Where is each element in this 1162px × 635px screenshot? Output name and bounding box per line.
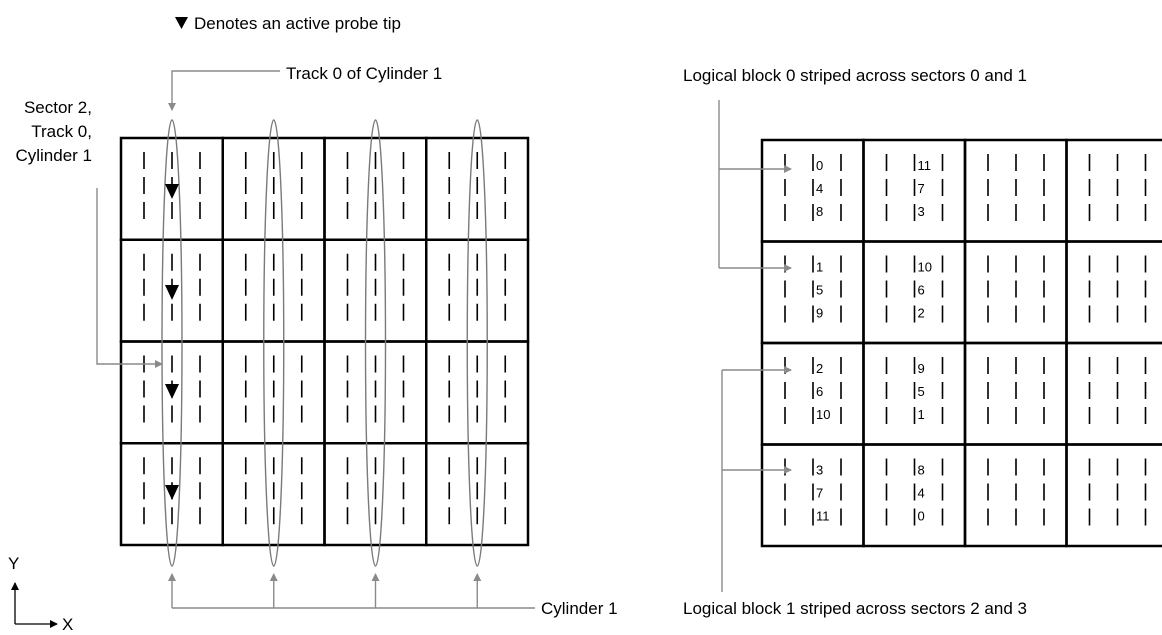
sector-number: 7 <box>918 181 925 196</box>
axis-x-label: X <box>62 615 73 634</box>
track-leader-arrow <box>168 70 280 111</box>
grid-cell <box>1065 341 1162 446</box>
down-triangle-icon <box>175 17 188 29</box>
sector-number: 2 <box>816 361 823 376</box>
sector-number: 3 <box>816 463 823 478</box>
sector-number: 3 <box>918 204 925 219</box>
sector-number: 10 <box>918 260 932 275</box>
sector-number: 10 <box>816 407 830 422</box>
sector-number: 6 <box>816 384 823 399</box>
grid-cell <box>1065 443 1162 548</box>
sector-number: 7 <box>816 486 823 501</box>
right-probe-grid: 0 4 8 11 7 3 1 5 9 10 6 2 2 6 10 9 5 1 3 7 11 8 4 0 <box>718 100 1162 592</box>
sector-number: 1 <box>816 260 823 275</box>
cylinder-label: Cylinder 1 <box>541 599 618 618</box>
legend-text: Denotes an active probe tip <box>194 14 401 33</box>
sector-number: 11 <box>918 158 932 173</box>
sector-label-line2: Track 0, <box>31 122 92 141</box>
sector-number: 4 <box>816 181 823 196</box>
sector-number: 5 <box>816 283 823 298</box>
active-probe-icon <box>165 184 179 199</box>
sector-leader-arrow <box>96 188 163 368</box>
block1-label: Logical block 1 striped across sectors 2… <box>683 599 1027 618</box>
cylinder-ellipse <box>263 119 285 567</box>
sector-label-line3: Cylinder 1 <box>15 146 92 165</box>
axis-y-label: Y <box>8 554 19 573</box>
sector-number: 9 <box>918 361 925 376</box>
cylinder-ellipse <box>364 119 387 567</box>
sector-number: 4 <box>918 486 925 501</box>
sector-number: 6 <box>918 283 925 298</box>
active-probe-icon <box>165 485 179 500</box>
sector-number: 8 <box>816 204 823 219</box>
active-probe-icon <box>165 384 179 399</box>
grid-cell <box>425 442 530 547</box>
active-probe-icon <box>165 285 179 300</box>
sector-number: 9 <box>816 306 823 321</box>
block0-label: Logical block 0 striped across sectors 0… <box>683 66 1027 85</box>
track-label: Track 0 of Cylinder 1 <box>286 64 442 83</box>
sector-number: 0 <box>918 509 925 524</box>
sector-number: 5 <box>918 384 925 399</box>
sector-number: 8 <box>918 463 925 478</box>
cylinder-ellipse <box>161 119 183 567</box>
sector-number: 1 <box>918 407 925 422</box>
sector-number: 0 <box>816 158 823 173</box>
grid-cell <box>1065 138 1162 243</box>
grid-cell <box>1065 240 1162 345</box>
sector-number: 11 <box>816 509 830 524</box>
left-probe-grid <box>96 70 535 609</box>
cylinder-ellipse <box>466 119 488 567</box>
sector-label-line1: Sector 2, <box>24 98 92 117</box>
sector-number: 2 <box>918 306 925 321</box>
